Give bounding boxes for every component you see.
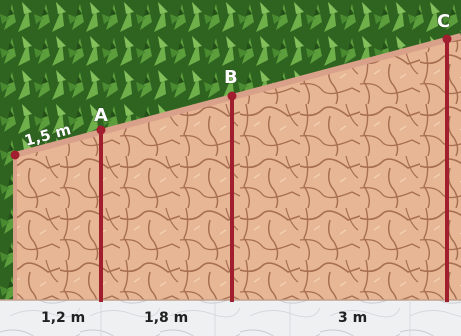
slope-edge (14, 33, 461, 158)
ground-strip (0, 300, 461, 336)
label-a: A (94, 105, 108, 126)
ground-segment-3-label: 3 m (338, 310, 367, 326)
point-b (227, 91, 237, 101)
point-c (442, 34, 452, 44)
label-c: C (437, 11, 450, 32)
point-a (96, 125, 106, 135)
ground-segment-1-label: 1,2 m (41, 310, 85, 326)
soil-area (15, 38, 461, 300)
point-start (10, 150, 20, 160)
ground-segment-2-label: 1,8 m (144, 310, 188, 326)
label-b: B (224, 67, 238, 88)
